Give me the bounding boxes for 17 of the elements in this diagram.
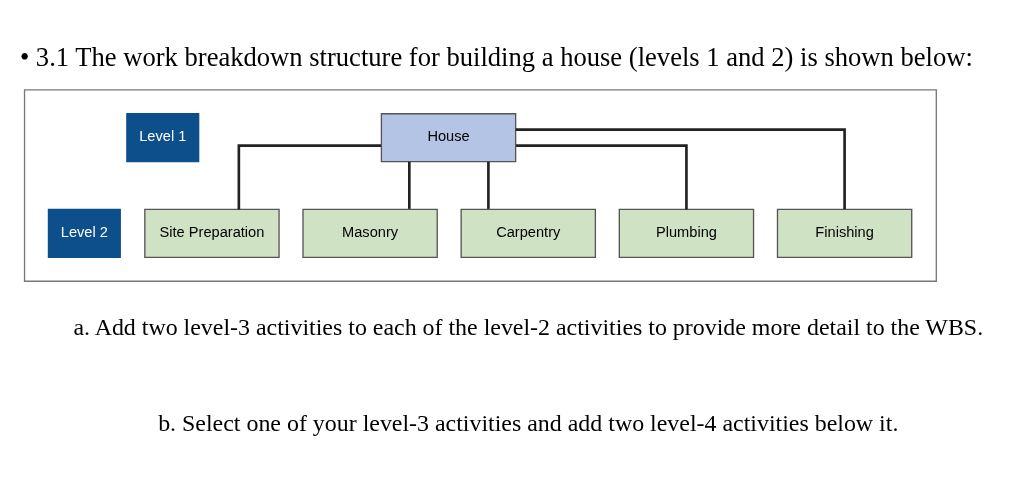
node-box: Site Preparation	[144, 208, 280, 258]
diagram-title: • 3.1 The work breakdown structure for building a house (levels 1 and 2) is shown below:	[19, 41, 973, 72]
node-box: House	[380, 112, 517, 162]
node-box: Level 2	[47, 208, 121, 258]
connector	[515, 127, 846, 209]
node-box: Level 1	[126, 112, 200, 162]
node-box: Finishing	[776, 208, 913, 258]
connector	[408, 161, 411, 209]
label: a. Add two level-3 activities to each of the level-2 activities to provide more detail to the WBS.	[73, 313, 984, 340]
connector	[516, 143, 688, 209]
connector	[487, 161, 490, 209]
connector	[237, 143, 382, 209]
node-box: Masonry	[302, 208, 438, 258]
label: b. Select one of your level-3 activities and add two level-4 activities below it.	[158, 409, 899, 436]
node-box: Carpentry	[460, 208, 597, 258]
cluster	[23, 88, 937, 282]
node-box: Plumbing	[618, 208, 755, 258]
